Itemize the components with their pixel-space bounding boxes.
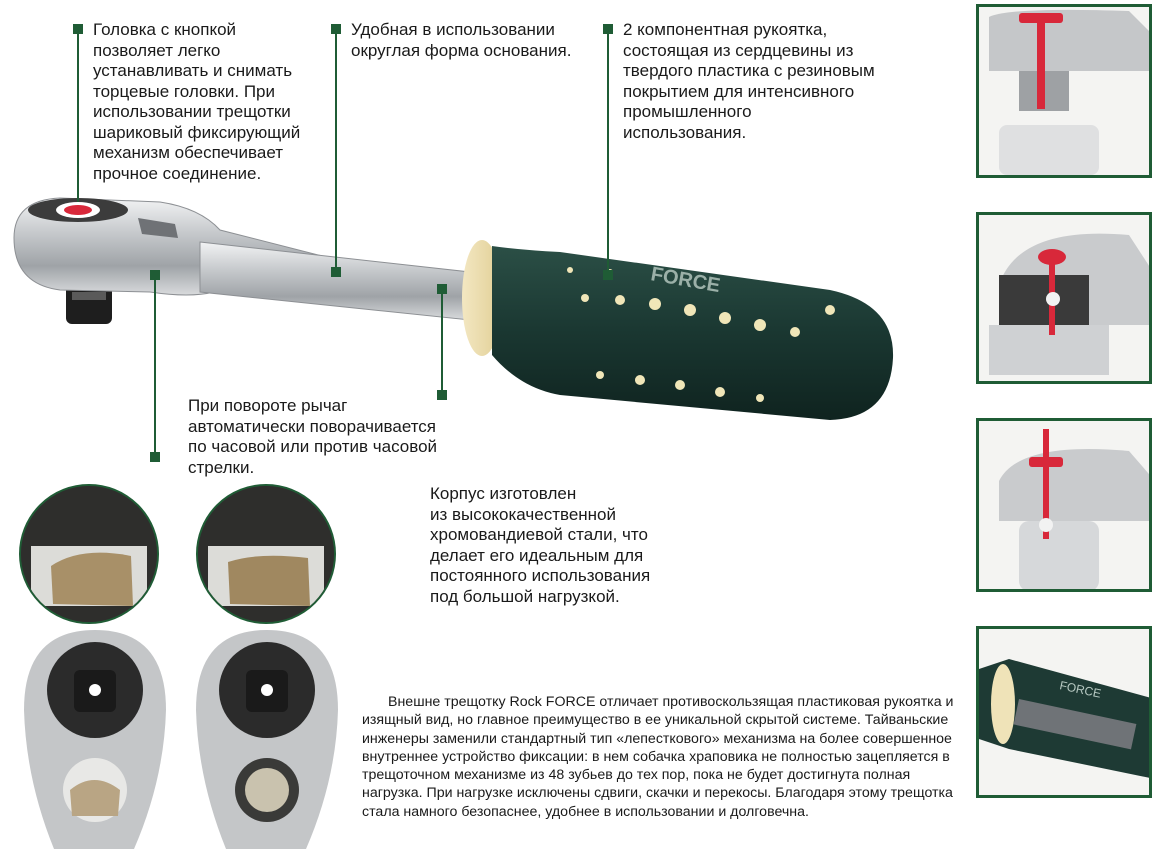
detail-photo-socket	[976, 418, 1152, 592]
callout-line-head	[77, 30, 79, 202]
ratchet-head-view-right	[186, 630, 348, 849]
callout-marker-body-bottom	[437, 390, 447, 400]
detail-photo-handle-core: FORCE	[976, 626, 1152, 798]
detail-photo-button-pin	[976, 4, 1152, 178]
callout-marker-base	[331, 24, 341, 34]
callout-marker-lever-bottom	[150, 452, 160, 462]
callout-marker-handle	[603, 24, 613, 34]
callout-head-button: Головка с кнопкой позволяет легко устана…	[93, 20, 301, 183]
callout-lever: При повороте рычаг автоматически поворач…	[188, 396, 438, 477]
callout-round-base: Удобная в использовании округлая форма о…	[351, 20, 572, 60]
mechanism-closeup-left	[19, 484, 159, 624]
callout-marker-head	[73, 24, 83, 34]
callout-marker-base-end	[331, 267, 341, 277]
mechanism-closeup-right	[196, 484, 336, 624]
callout-handle: 2 компонентная рукоятка, состоящая из се…	[623, 20, 875, 142]
callout-line-handle	[607, 30, 609, 275]
callout-line-lever	[154, 278, 156, 458]
callout-marker-body-top	[437, 284, 447, 294]
description-paragraph: Внешне трещотку Rock FORCE отличает прот…	[362, 694, 954, 820]
callout-line-base	[335, 30, 337, 272]
callout-marker-handle-end	[603, 270, 613, 280]
detail-photo-ball-lock	[976, 212, 1152, 384]
ratchet-head-view-left	[14, 630, 176, 849]
ratchet-wrench-image: FORCE	[13, 197, 894, 420]
callout-body-steel: Корпус изготовлен из высококачественной …	[430, 484, 651, 606]
callout-marker-lever-top	[150, 270, 160, 280]
callout-line-body	[441, 290, 443, 398]
